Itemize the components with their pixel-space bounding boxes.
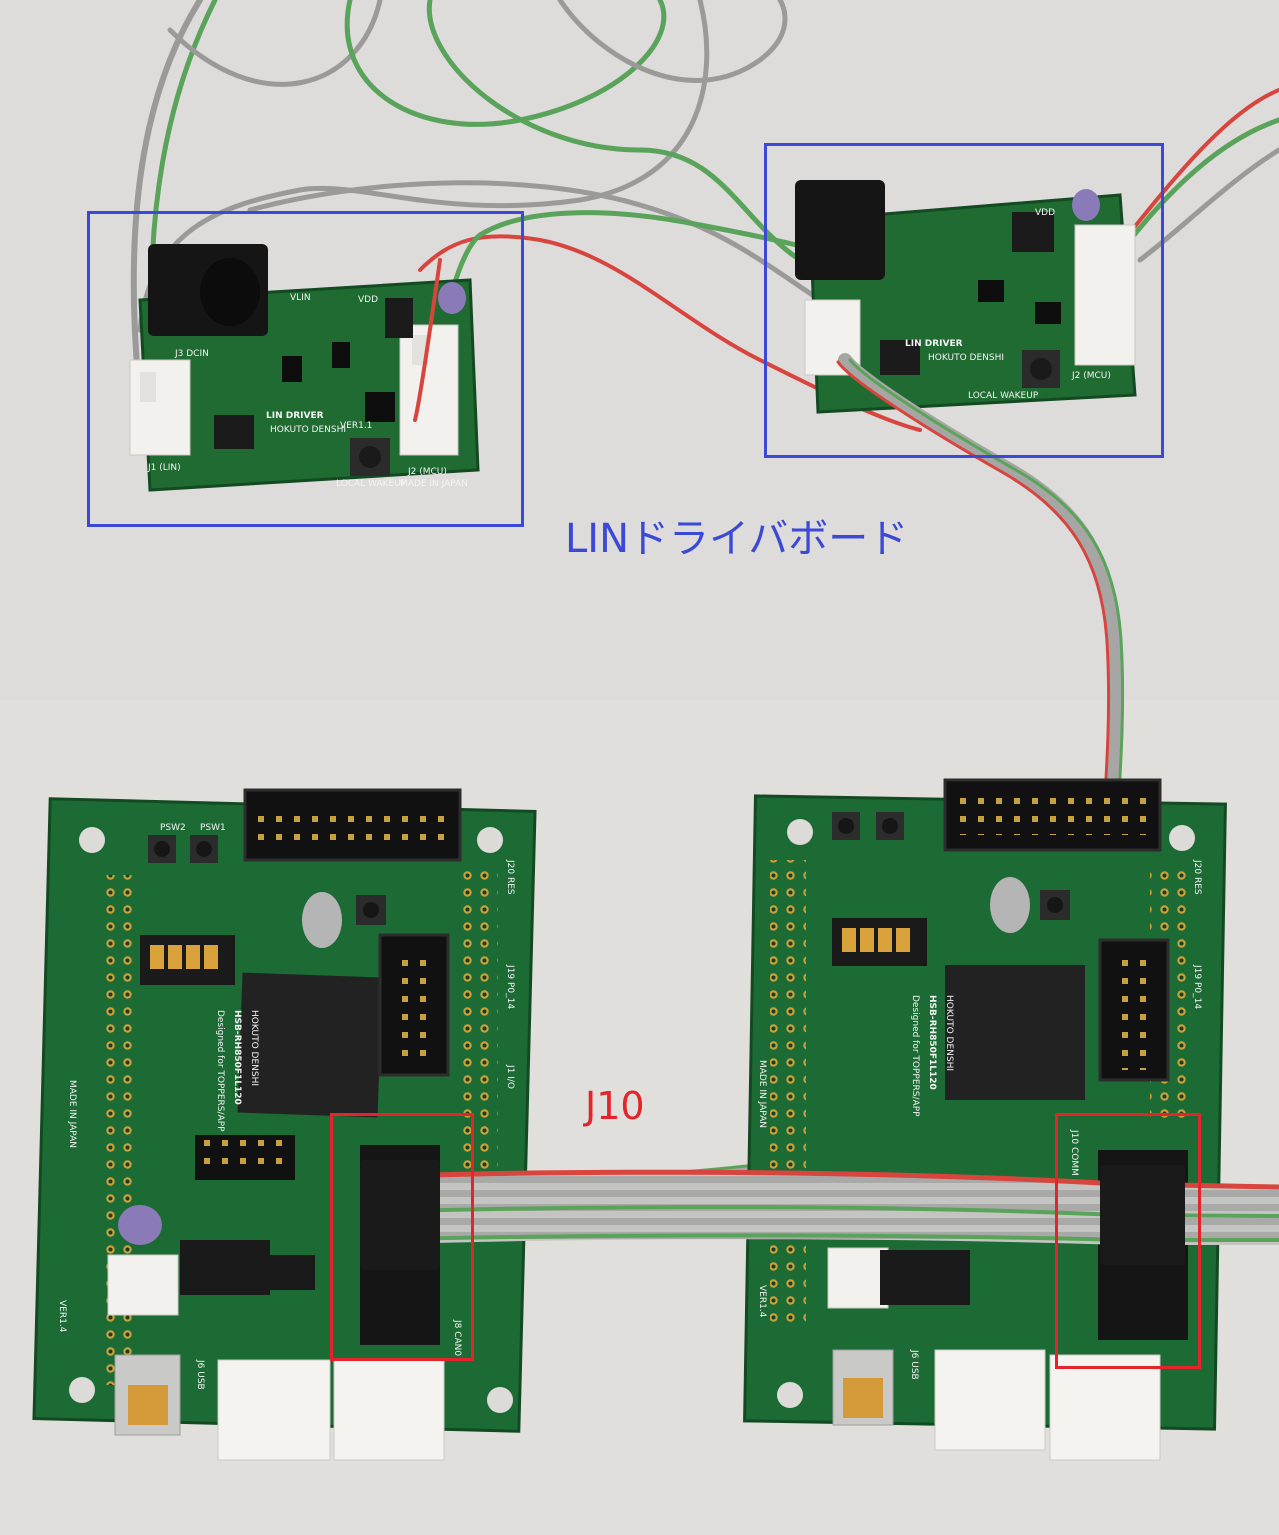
ribbon-cable: [360, 1160, 1279, 1270]
mcu-left-version: VER1.4: [57, 1300, 67, 1333]
lin-board-left: VLIN VDD LIN DRIVER HOKUTO DENSHI VER1.1…: [129, 244, 480, 492]
lin-left-vdd: VDD: [358, 295, 378, 305]
lin-driver-box-left: [87, 211, 524, 527]
mcu-board-right: HSB-RH850F1L120 Designed for TOPPERS/APP…: [743, 778, 1227, 1461]
lin-right-title: LIN DRIVER: [905, 339, 963, 349]
lin-left-maker: HOKUTO DENSHI: [270, 425, 346, 435]
lin-left-j1: J1 (LIN): [147, 463, 181, 473]
lin-board-right: LIN DRIVER HOKUTO DENSHI VDD J2 (MCU) LO…: [795, 180, 1137, 414]
mcu-left-j8: J8 CAN0: [452, 1319, 462, 1356]
mcu-right-j19: J19 P0_14: [1192, 964, 1202, 1009]
lin-right-vdd: VDD: [1035, 208, 1055, 218]
mcu-right-version: VER1.4: [757, 1285, 767, 1318]
mcu-left-psw1: PSW1: [200, 823, 226, 833]
mcu-left-psw2: PSW2: [160, 823, 186, 833]
lin-left-origin: MADE IN JAPAN: [400, 479, 468, 489]
mcu-right-j6: J6 USB: [909, 1349, 919, 1380]
lin-right-maker: HOKUTO DENSHI: [928, 353, 1004, 363]
j10-box-right: [1055, 1113, 1201, 1369]
mcu-left-origin: MADE IN JAPAN: [67, 1080, 77, 1148]
lin-driver-box-right: [764, 143, 1164, 458]
mcu-right-j10: J10 COMM: [1069, 1129, 1079, 1176]
mcu-right-origin: MADE IN JAPAN: [757, 1060, 767, 1128]
lin-right-j2: J2 (MCU): [1071, 371, 1111, 381]
mcu-board-left: HSB-RH850F1L120 Designed for TOPPERS/APP…: [32, 788, 537, 1461]
mcu-right-designed: Designed for TOPPERS/APP: [910, 995, 920, 1117]
lin-left-version: VER1.1: [340, 421, 372, 431]
mcu-left-j6: J6 USB: [195, 1359, 205, 1390]
mcu-left-designed: Designed for TOPPERS/APP: [215, 1010, 225, 1132]
j10-box-left: [330, 1113, 474, 1361]
mcu-left-j20: J20 RES: [505, 859, 515, 895]
lin-left-j2: J2 (MCU): [407, 467, 447, 477]
mcu-right-j20: J20 RES: [1192, 859, 1202, 895]
lin-left-wakeup: LOCAL WAKEUP: [336, 479, 407, 489]
mcu-left-model: HSB-RH850F1L120: [232, 1010, 242, 1105]
lin-left-j3: J3 DCIN: [174, 349, 209, 359]
mcu-right-maker: HOKUTO DENSHI: [944, 995, 954, 1071]
mcu-left-j19: J19 P0_14: [505, 964, 515, 1009]
mcu-left-maker: HOKUTO DENSHI: [249, 1010, 259, 1086]
j10-label: J10: [585, 1084, 645, 1128]
lin-right-wakeup: LOCAL WAKEUP: [968, 391, 1039, 401]
mcu-left-j1: J1 I/O: [505, 1064, 515, 1089]
lin-driver-label: LINドライバボード: [565, 516, 909, 562]
lin-left-title: LIN DRIVER: [266, 411, 324, 421]
lin-left-vlin: VLIN: [290, 293, 311, 303]
mcu-right-model: HSB-RH850F1L120: [927, 995, 937, 1090]
